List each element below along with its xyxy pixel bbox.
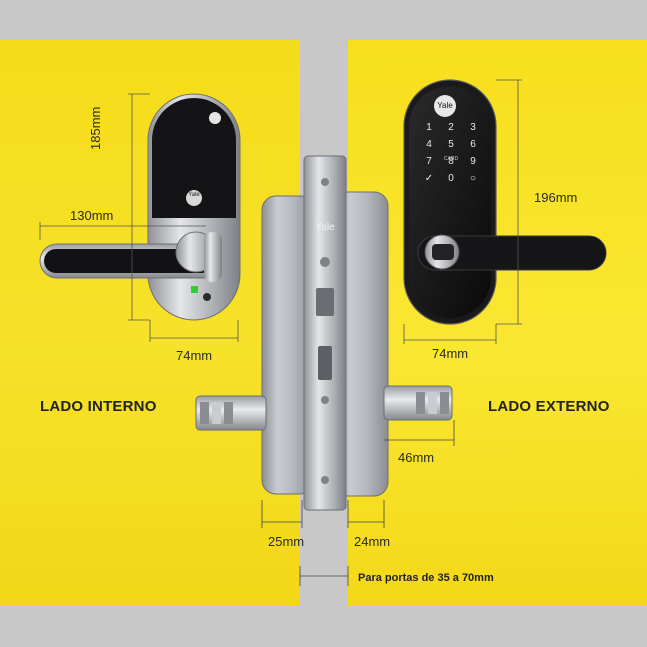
outside-thumb-knob (383, 385, 453, 421)
inner-handle-dimension: 130mm (70, 208, 114, 223)
inside-lock (39, 93, 241, 321)
outside-dimension-lines (403, 79, 522, 344)
door-thickness-note: Para portas de 35 a 70mm (358, 572, 494, 584)
keypad-key[interactable]: 1 (426, 122, 432, 133)
inside-yale-logo: Yale (188, 192, 200, 198)
inside-thumb-knob (195, 395, 267, 431)
keypad-key[interactable]: 9 (470, 156, 476, 167)
keypad-key[interactable]: 8 (448, 156, 454, 167)
keypad-key[interactable]: ○ (469, 173, 477, 184)
keypad-key[interactable]: 5 (448, 139, 454, 150)
inner-height-dimension: 185mm (88, 106, 103, 150)
outer-height-dimension: 196mm (534, 190, 578, 205)
mortise-yale-text: Yale (315, 222, 335, 233)
outside-yale-text: Yale (437, 101, 453, 110)
mortise-assembly (195, 155, 453, 511)
outside-lock (403, 79, 607, 325)
inner-offset-dimension: 25mm (268, 534, 305, 549)
outer-width-dimension: 74mm (432, 346, 469, 361)
keypad-key[interactable]: 6 (470, 139, 476, 150)
inside-dimension-lines (39, 93, 239, 342)
center-dimension-lines (261, 420, 455, 586)
knob-depth-dimension: 46mm (398, 450, 435, 465)
card-reader-label: CARD (443, 156, 459, 162)
outside-yale-logo (434, 95, 456, 117)
keypad-key[interactable]: 7 (426, 156, 432, 167)
keypad-key[interactable]: 0 (448, 173, 454, 184)
inner-width-dimension: 74mm (176, 348, 213, 363)
keypad: 1 2 3 4 5 6 7 8 9 ✓ 0 ○ (418, 122, 484, 184)
keypad-key[interactable]: 3 (470, 122, 476, 133)
outside-side-label: LADO EXTERNO (488, 398, 610, 415)
keypad-key[interactable]: 2 (448, 122, 454, 133)
keypad-key[interactable]: 4 (426, 139, 432, 150)
keypad-key[interactable]: ✓ (424, 173, 434, 184)
outer-offset-dimension: 24mm (354, 534, 391, 549)
outside-panel (348, 40, 647, 606)
inside-side-label: LADO INTERNO (40, 398, 157, 415)
